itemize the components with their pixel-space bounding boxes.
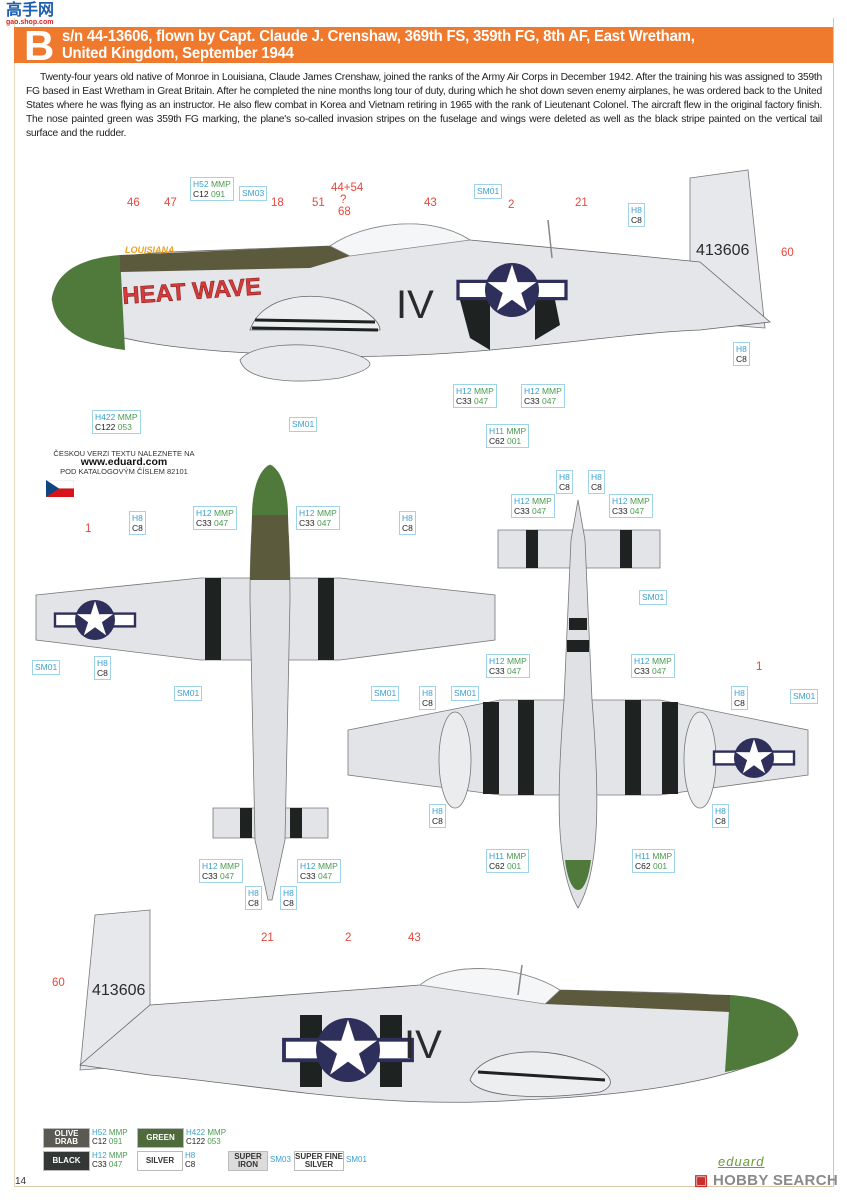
squadron-code: IV — [396, 283, 434, 327]
paint-code-label: H8 C8 — [129, 511, 146, 535]
paint-code-label: H8 C8 — [245, 886, 262, 910]
tail-serial-right: 413606 — [92, 982, 145, 999]
bottom-view — [347, 499, 809, 909]
top-view — [35, 464, 496, 901]
paint-code-label: H8 C8 — [733, 342, 750, 366]
legend-paint-codes: SM03 — [270, 1155, 291, 1164]
profile-title: s/n 44-13606, flown by Capt. Claude J. C… — [62, 28, 695, 62]
legend-swatch: GREEN — [137, 1128, 184, 1148]
profile-header — [14, 27, 833, 63]
title-line-2: United Kingdom, September 1944 — [62, 45, 294, 62]
legend-paint-codes: H8 C8 — [185, 1151, 196, 1169]
paint-code-label: SM01 — [371, 686, 400, 701]
czech-flag-icon — [46, 480, 74, 497]
marking-number: 21 — [261, 932, 274, 944]
legend-swatch: SUPER IRON — [228, 1151, 268, 1171]
profile-letter: B — [24, 22, 55, 69]
marking-number: 68 — [338, 206, 351, 218]
paint-code-label: H8 C8 — [556, 470, 573, 494]
paint-code-label: SM01 — [474, 184, 503, 199]
paint-code-label: SM01 — [289, 417, 318, 432]
nose-art-name: LOUISIANA — [125, 245, 175, 255]
paint-code-label: SM03 — [239, 186, 268, 201]
marking-number: 60 — [781, 247, 794, 259]
paint-code-label: H8 C8 — [399, 511, 416, 535]
paint-code-label: H8 C8 — [712, 804, 729, 828]
legend-swatch: SUPER FINE SILVER — [294, 1151, 344, 1171]
paint-code-label: H8 C8 — [731, 686, 748, 710]
hobby-search-watermark: ▣ HOBBY SEARCH — [694, 1172, 838, 1189]
marking-number: 21 — [575, 197, 588, 209]
paint-code-label: SM01 — [639, 590, 668, 605]
tail-serial: 413606 — [696, 242, 749, 259]
intro-text: Twenty-four years old native of Monroe i… — [26, 72, 822, 139]
paint-code-label: SM01 — [790, 689, 819, 704]
eduard-link[interactable]: www.eduard.com — [80, 456, 168, 468]
marking-number: 47 — [164, 197, 177, 209]
marking-number: ? — [340, 194, 347, 206]
paint-code-label: H8 C8 — [429, 804, 446, 828]
marking-number: 18 — [271, 197, 284, 209]
legend-swatch: BLACK — [43, 1151, 90, 1171]
marking-number: 1 — [85, 523, 92, 535]
paint-code-label: H8 C8 — [628, 203, 645, 227]
insignia-star-side — [456, 263, 568, 317]
insignia-star-side-right — [282, 1018, 414, 1082]
insignia-star-bottom — [712, 738, 796, 778]
paint-code-label: H8 C8 — [280, 886, 297, 910]
page-number: 14 — [15, 1176, 27, 1187]
marking-number: 44+54 — [331, 182, 364, 194]
title-line-1: s/n 44-13606, flown by Capt. Claude J. C… — [62, 28, 695, 45]
page-frame — [14, 18, 834, 1187]
squadron-code-right: IV — [404, 1023, 442, 1067]
marking-number: 2 — [345, 932, 352, 944]
marking-number: 60 — [52, 977, 65, 989]
marking-number: 2 — [508, 199, 515, 211]
marking-number: 1 — [756, 661, 763, 673]
marking-number: 43 — [424, 197, 437, 209]
paint-code-label: SM01 — [451, 686, 480, 701]
legend-swatch: SILVER — [137, 1151, 183, 1171]
paint-code-label: SM01 — [174, 686, 203, 701]
paint-code-label: H8 C8 — [588, 470, 605, 494]
side-view-right: IV 413606 — [79, 909, 799, 1103]
legend-paint-codes: SM01 — [346, 1155, 367, 1164]
paint-code-label: H8 C8 — [94, 656, 111, 680]
marking-number: 43 — [408, 932, 421, 944]
eduard-logo: eduard — [718, 1154, 765, 1169]
side-view-left: LOUISIANA HEAT WAVE IV 413606 — [51, 169, 771, 382]
legend-swatch: OLIVE DRAB — [43, 1128, 90, 1148]
marking-number: 51 — [312, 197, 325, 209]
marking-number: 46 — [127, 197, 140, 209]
paint-code-label: H8 C8 — [419, 686, 436, 710]
czech-note: ČESKOU VERZI TEXTU NALEZNETE NA www.edua… — [34, 449, 214, 476]
paint-code-label: SM01 — [32, 660, 61, 675]
insignia-star-top — [53, 600, 137, 640]
